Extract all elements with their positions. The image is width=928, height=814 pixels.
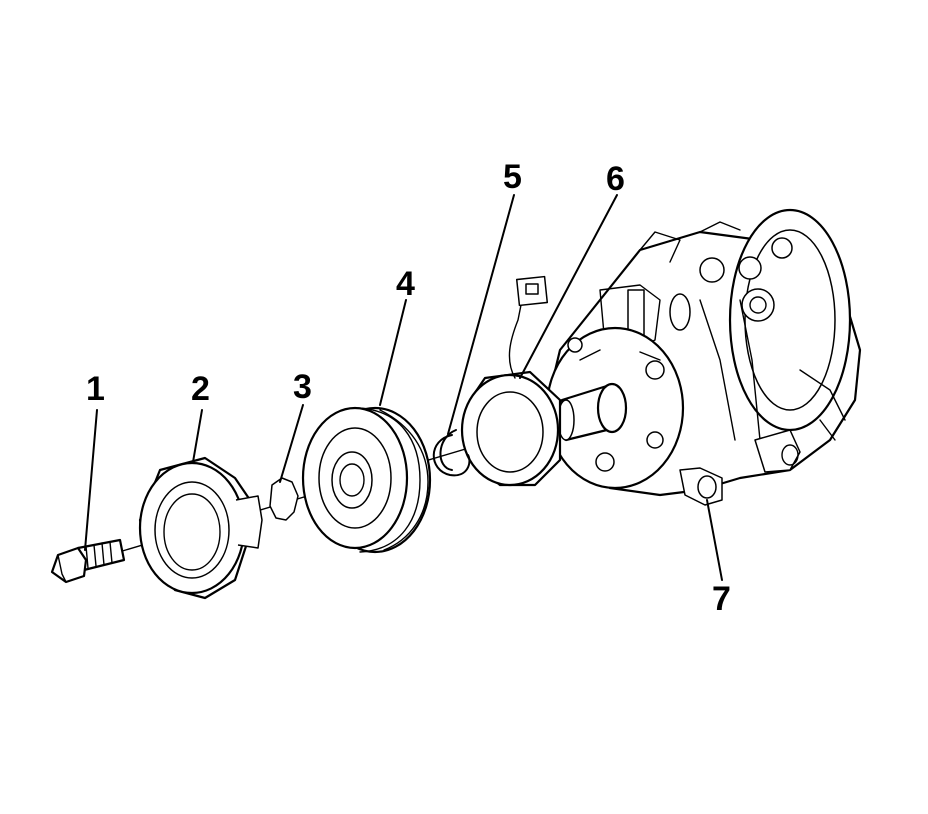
compressor-7 [545,208,862,506]
leader-line-5 [447,194,515,435]
leader-line-3 [279,404,304,483]
callout-2: 2 [191,370,210,408]
clutch-plate-2 [138,456,263,600]
leader-line-1 [84,409,98,551]
leader-line-7 [706,499,723,581]
callout-7: 7 [712,580,731,618]
shim-3 [269,477,299,521]
callout-4: 4 [396,265,415,303]
callout-3: 3 [293,368,312,406]
bolt-1 [50,538,126,584]
pulley-4 [301,406,432,554]
leader-line-4 [379,299,407,406]
field-coil-6 [460,275,562,487]
callout-5: 5 [503,158,522,196]
leader-line-6 [519,194,618,379]
callout-1: 1 [86,370,105,408]
callout-6: 6 [606,160,625,198]
leader-line-2 [192,409,203,463]
snap-ring-5 [432,429,471,477]
